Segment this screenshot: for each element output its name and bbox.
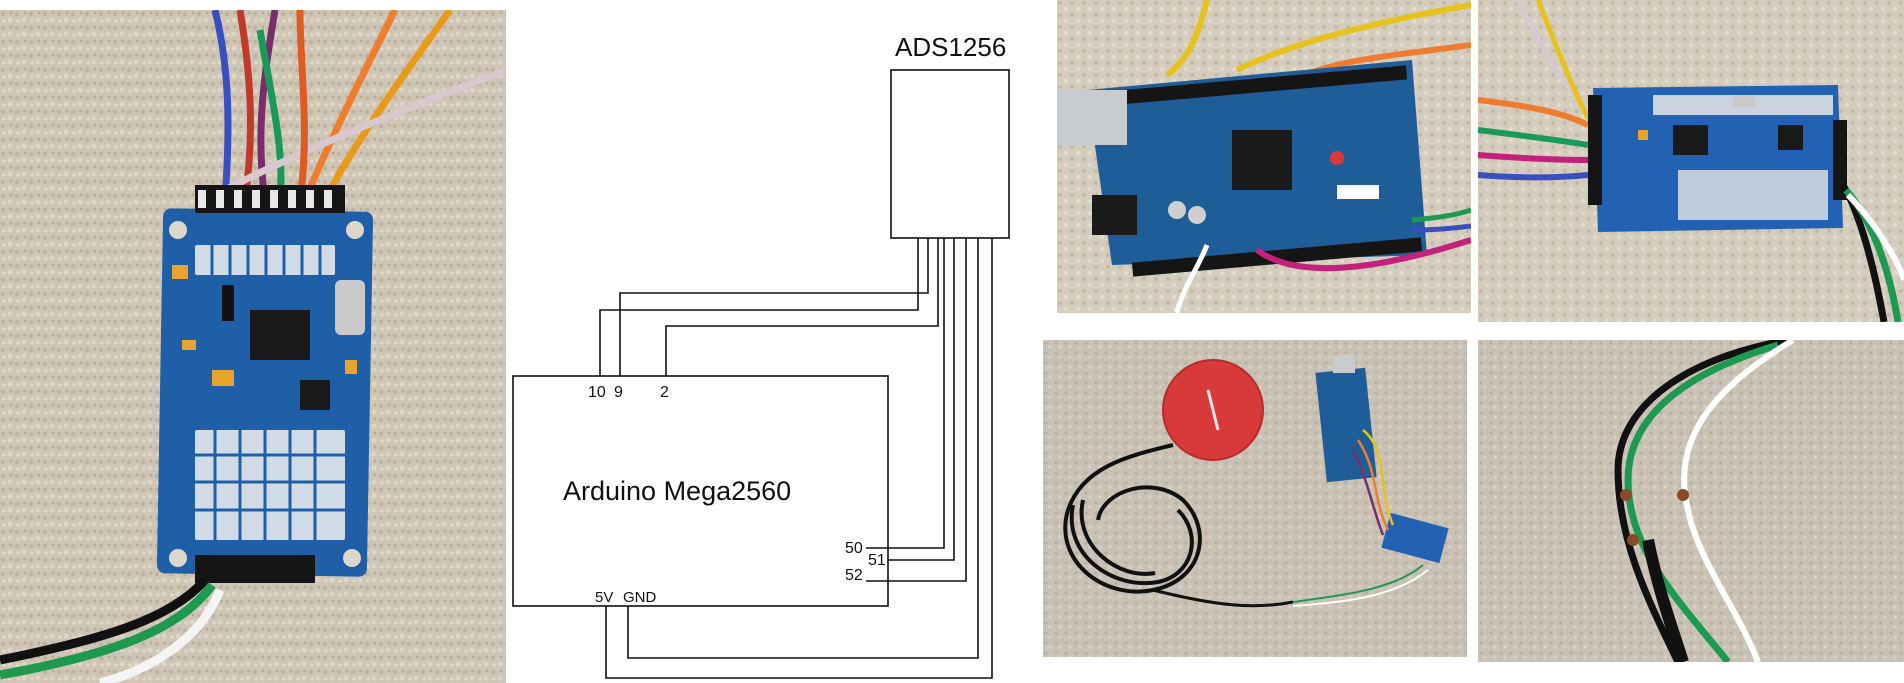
ads1256-box [890, 69, 1010, 239]
pin-9-label: 9 [614, 384, 623, 401]
full-setup-photo [1043, 340, 1467, 657]
ads1256-label: ADS1256 [895, 32, 1006, 62]
ads1256-module-photo [0, 10, 506, 683]
wiring-schematic: ADS1256 Arduino Mega2560 10 9 2 50 51 52… [500, 0, 1020, 683]
arduino-label: Arduino Mega2560 [563, 476, 791, 506]
pin-52-label: 52 [845, 567, 863, 584]
wires [599, 238, 993, 679]
arduino-mega-photo [1057, 0, 1471, 313]
ads1256-wired-photo [1478, 0, 1904, 322]
pin-5v-label: 5V [595, 589, 613, 606]
pin-gnd-label: GND [623, 589, 657, 606]
arduino-box [512, 375, 889, 607]
pin-51-label: 51 [868, 552, 886, 569]
pin-50-label: 50 [845, 540, 863, 557]
wire-splice-photo [1478, 340, 1904, 662]
pin-10-label: 10 [588, 384, 606, 401]
pin-2-label: 2 [660, 384, 669, 401]
